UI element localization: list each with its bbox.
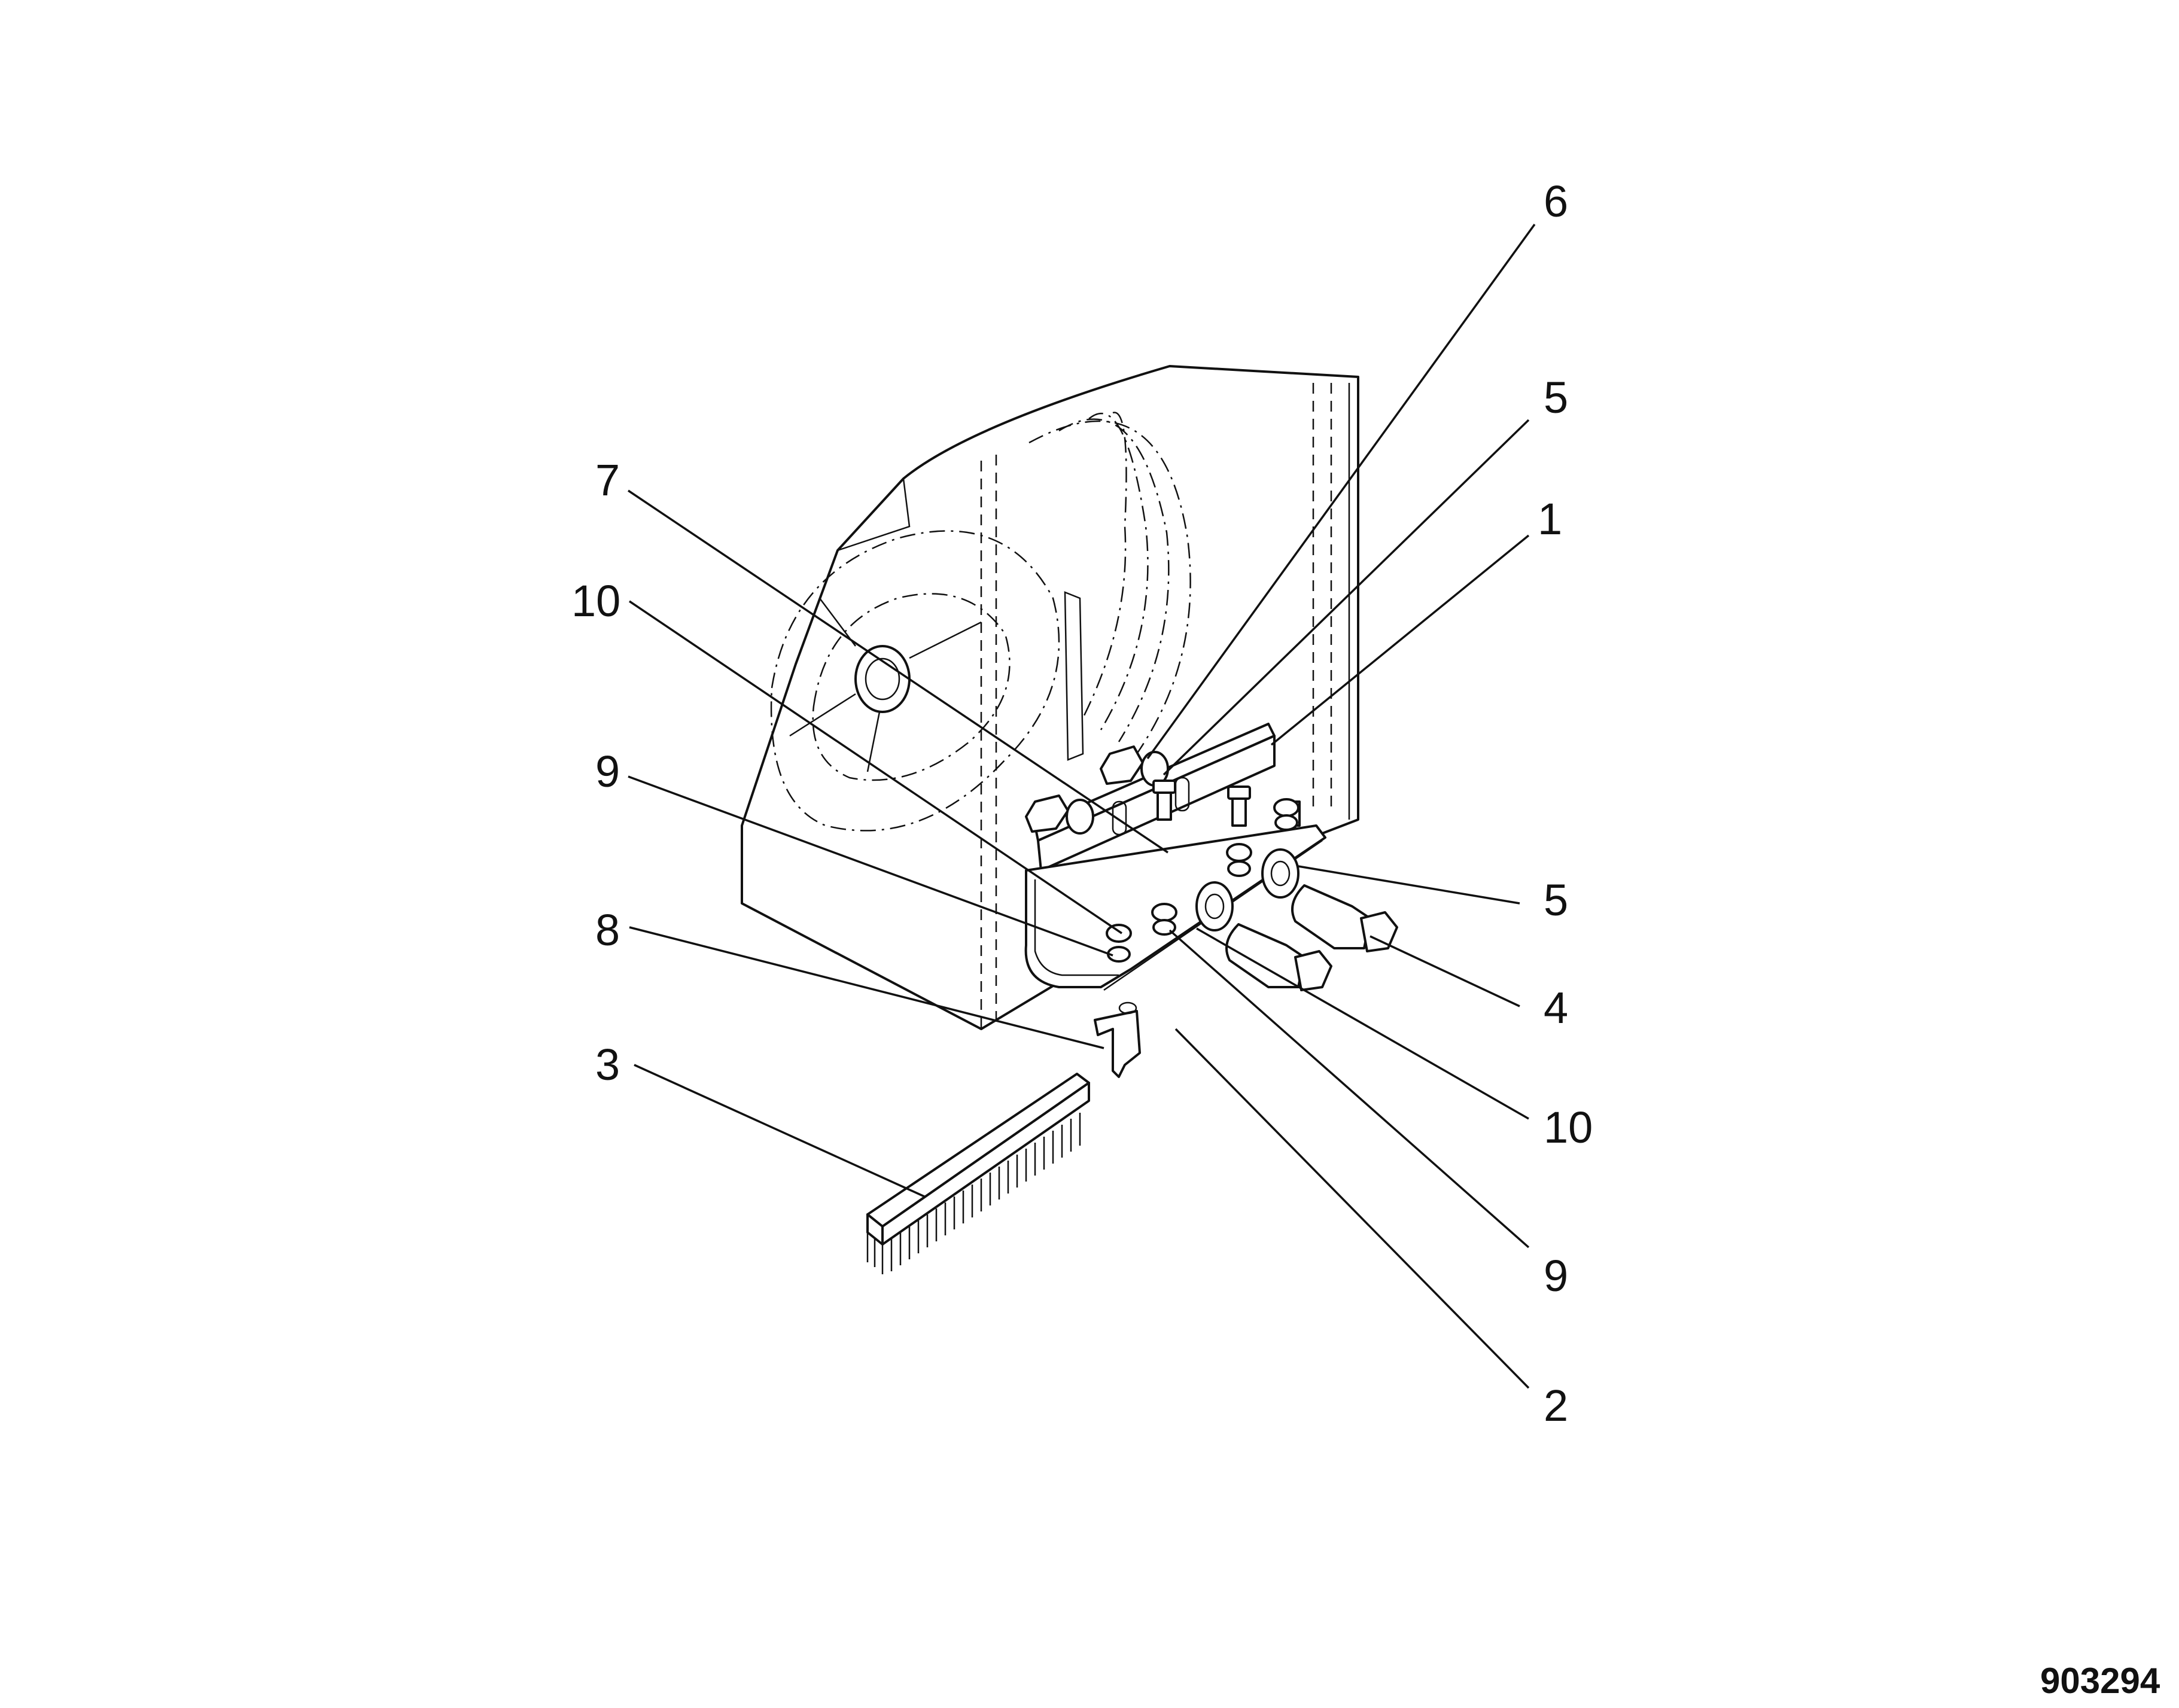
callout-5: 5 — [1544, 373, 1568, 422]
callout-2: 2 — [1544, 1381, 1568, 1430]
leader-1 — [1270, 534, 1530, 746]
leader-9b — [1168, 929, 1530, 1249]
callout-10: 10 — [1544, 1103, 1593, 1152]
figure-number: 903294 — [2040, 1661, 2160, 1701]
callout-5: 5 — [1544, 875, 1568, 925]
clip-part-8 — [1094, 1001, 1141, 1078]
leader-lines — [628, 223, 1536, 1389]
callout-labels: 6 5 1 7 10 9 8 3 5 4 10 9 2 — [571, 176, 1593, 1430]
leader-8 — [629, 926, 1104, 1049]
leader-5a — [1162, 419, 1530, 776]
callout-10: 10 — [571, 576, 620, 626]
leader-6 — [1146, 223, 1536, 760]
callout-6: 6 — [1544, 176, 1568, 226]
callout-9: 9 — [595, 747, 620, 796]
callout-3: 3 — [595, 1040, 620, 1089]
leader-5b — [1298, 865, 1520, 905]
leader-3 — [634, 1064, 925, 1198]
leader-10a — [629, 600, 1122, 934]
bolt-assembly — [1106, 780, 1398, 991]
callout-4: 4 — [1544, 983, 1568, 1033]
callout-9: 9 — [1544, 1251, 1568, 1301]
leader-4 — [1370, 935, 1520, 1007]
callout-7: 7 — [595, 455, 620, 505]
leader-7 — [628, 489, 1168, 854]
leader-10b — [1196, 927, 1529, 1120]
leader-2 — [1174, 1028, 1530, 1389]
brush-part-3 — [866, 1073, 1090, 1274]
leader-9a — [628, 775, 1113, 957]
callout-1: 1 — [1538, 494, 1562, 544]
callout-8: 8 — [595, 905, 620, 955]
